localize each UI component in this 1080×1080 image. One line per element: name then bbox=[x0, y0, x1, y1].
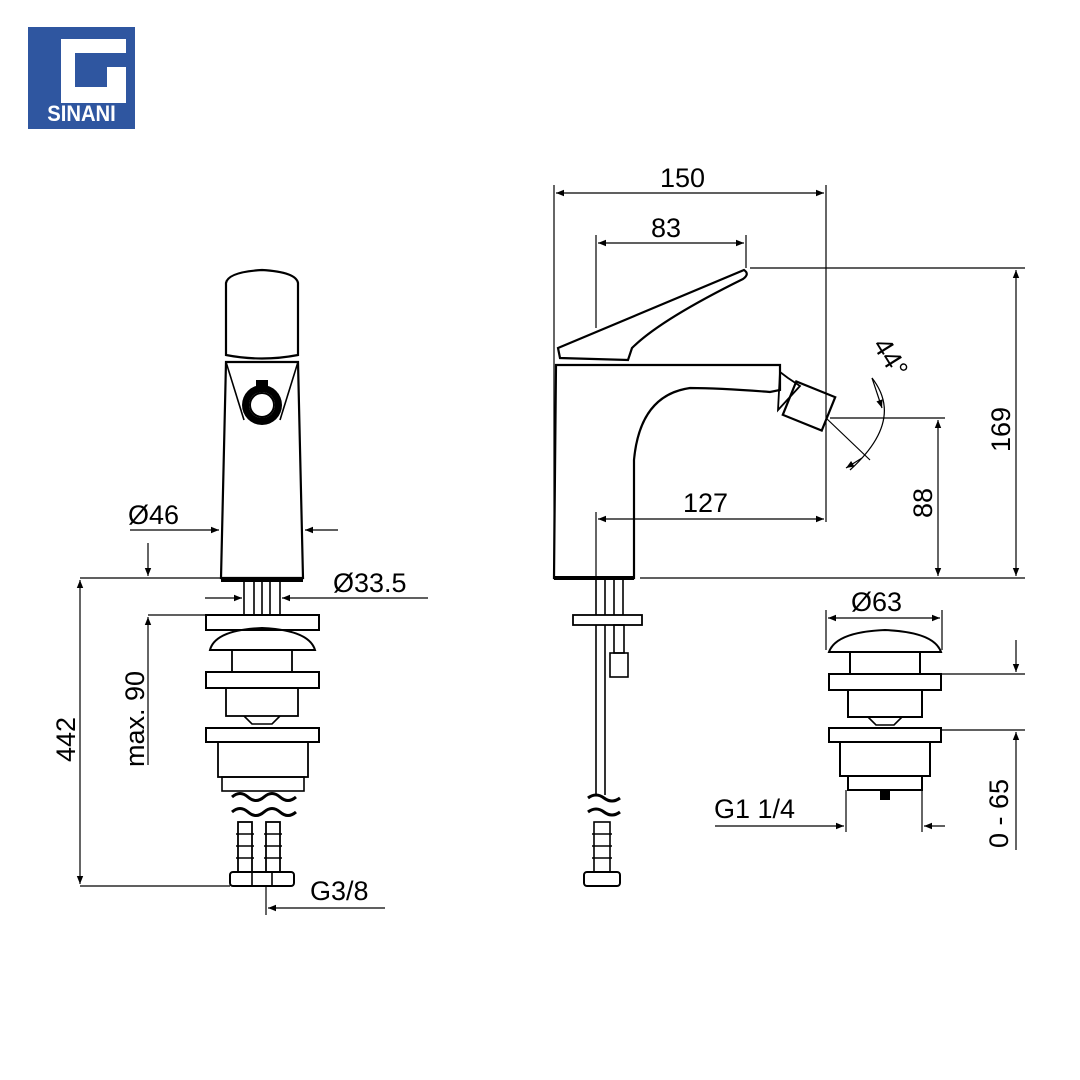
brand-logo: SINANI bbox=[28, 27, 135, 129]
dim-spout-reach: 127 bbox=[683, 488, 728, 518]
dim-plug-diameter: Ø63 bbox=[851, 587, 902, 617]
dim-hose-thread: G3/8 bbox=[310, 876, 369, 906]
dim-overall-depth: 150 bbox=[660, 163, 705, 193]
waste-dimensions bbox=[715, 610, 1025, 850]
dim-lever-reach: 83 bbox=[651, 213, 681, 243]
waste-view bbox=[827, 628, 943, 800]
logo-mark-icon bbox=[61, 39, 126, 103]
brand-name: SINANI bbox=[47, 101, 116, 126]
dim-overall-height: 169 bbox=[986, 407, 1016, 452]
side-lever bbox=[556, 268, 748, 362]
dim-thread-diameter: Ø33.5 bbox=[333, 568, 407, 598]
front-lever bbox=[224, 268, 300, 360]
side-aerator bbox=[776, 370, 802, 413]
dim-spout-height: 88 bbox=[908, 488, 938, 518]
dim-body-diameter: Ø46 bbox=[128, 500, 179, 530]
front-dimensions bbox=[76, 526, 428, 915]
dim-waste-thread: G1 1/4 bbox=[714, 794, 795, 824]
side-dimensions bbox=[553, 185, 1025, 579]
dim-adjust-range: 0 - 65 bbox=[984, 779, 1014, 848]
dim-max-mount: max. 90 bbox=[120, 671, 150, 767]
front-view bbox=[205, 268, 320, 887]
side-body bbox=[552, 363, 782, 580]
waste-plug bbox=[827, 628, 943, 653]
dim-spout-angle: 44° bbox=[867, 332, 914, 383]
dim-total-length: 442 bbox=[51, 717, 81, 762]
side-view bbox=[552, 268, 837, 887]
